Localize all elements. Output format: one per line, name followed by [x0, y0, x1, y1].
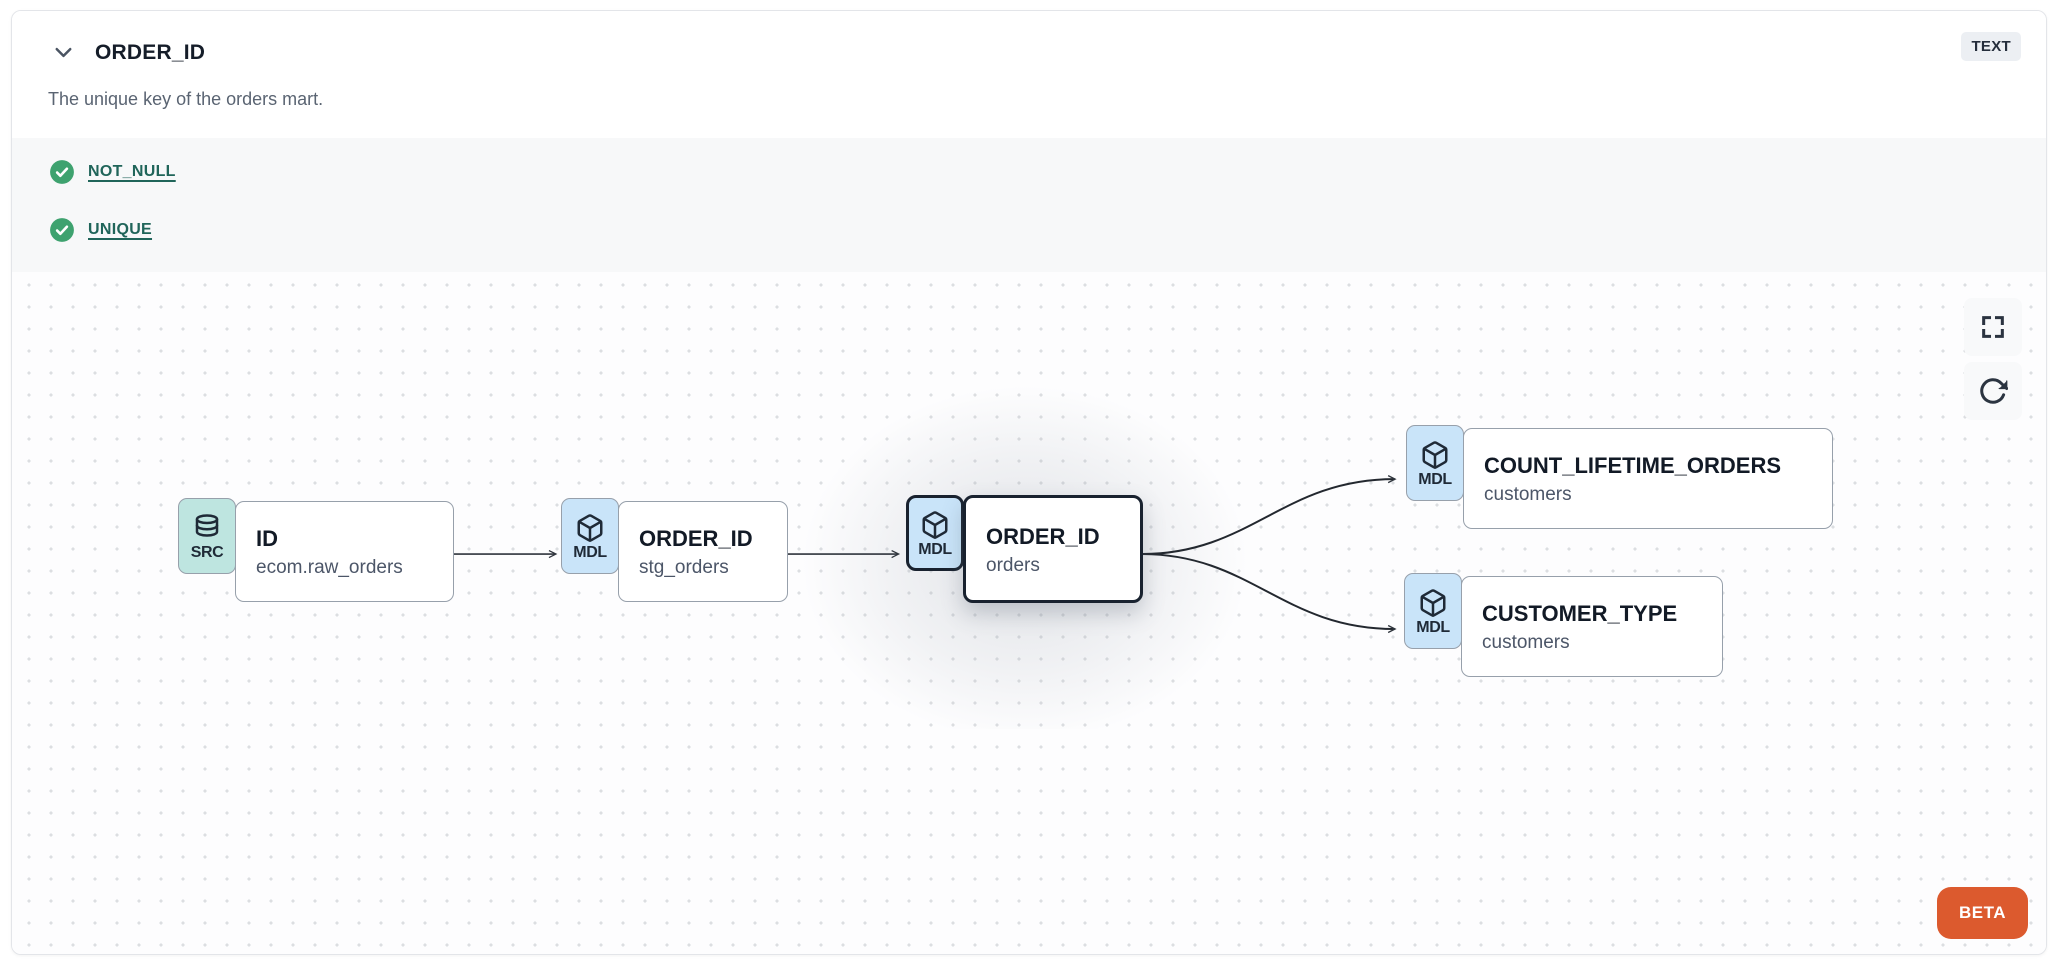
cube-icon [577, 513, 603, 542]
node-badge-label: MDL [918, 540, 952, 558]
lineage-node-count-lifetime-orders[interactable]: MDL COUNT_LIFETIME_ORDERS customers [1406, 425, 1833, 529]
node-type-badge: SRC [178, 498, 236, 574]
canvas-controls [1964, 298, 2022, 420]
node-badge-label: MDL [573, 543, 607, 561]
tests-section: NOT_NULL UNIQUE [12, 138, 2046, 272]
node-title: ORDER_ID [986, 523, 1100, 549]
node-subtitle: customers [1484, 484, 1572, 505]
node-subtitle: customers [1482, 632, 1570, 653]
node-title: COUNT_LIFETIME_ORDERS [1484, 453, 1782, 478]
test-link-not-null[interactable]: NOT_NULL [88, 163, 176, 180]
check-circle-icon [50, 218, 74, 242]
node-badge-label: MDL [1418, 470, 1452, 488]
cube-icon [1422, 440, 1448, 469]
lineage-node-customer-type[interactable]: MDL CUSTOMER_TYPE customers [1404, 573, 1723, 677]
node-card: ID ecom.raw_orders [235, 501, 454, 602]
node-card: COUNT_LIFETIME_ORDERS customers [1463, 428, 1833, 529]
database-icon [195, 513, 219, 537]
refresh-button[interactable] [1964, 362, 2022, 420]
test-row: NOT_NULL [49, 159, 2010, 185]
node-title: CUSTOMER_TYPE [1482, 601, 1678, 626]
check-circle-icon [50, 160, 74, 184]
column-lineage-panel: ORDER_ID The unique key of the orders ma… [11, 10, 2047, 955]
collapse-toggle-button[interactable] [48, 37, 79, 68]
node-badge-label: SRC [190, 543, 224, 561]
chevron-down-icon [55, 47, 72, 58]
node-subtitle: stg_orders [639, 557, 729, 578]
node-card: CUSTOMER_TYPE customers [1461, 576, 1723, 677]
lineage-node-order-id-stg-orders[interactable]: MDL ORDER_ID stg_orders [561, 498, 788, 602]
header: ORDER_ID The unique key of the orders ma… [12, 11, 2046, 138]
column-description: The unique key of the orders mart. [48, 89, 324, 109]
node-title: ID [256, 526, 278, 551]
node-badge-label: MDL [1416, 618, 1450, 636]
cube-icon [922, 510, 948, 539]
lineage-edges [452, 475, 1397, 634]
fullscreen-icon [1982, 316, 2004, 338]
fullscreen-button[interactable] [1964, 298, 2022, 356]
lineage-node-order-id-orders-selected[interactable]: MDL ORDER_ID orders [906, 495, 1143, 603]
node-subtitle: orders [986, 554, 1040, 576]
column-title: ORDER_ID [95, 40, 206, 64]
lineage-node-id-raw-orders[interactable]: SRC ID ecom.raw_orders [178, 498, 454, 602]
node-subtitle: ecom.raw_orders [256, 557, 403, 578]
data-type-badge: TEXT [1961, 32, 2021, 61]
node-type-badge: MDL [906, 495, 964, 571]
test-link-unique[interactable]: UNIQUE [88, 221, 153, 238]
node-type-badge: MDL [561, 498, 619, 574]
node-card: ORDER_ID stg_orders [618, 501, 788, 602]
beta-badge: BETA [1936, 887, 2028, 939]
refresh-icon [1980, 378, 2008, 404]
node-type-badge: MDL [1406, 425, 1464, 501]
node-type-badge: MDL [1404, 573, 1462, 649]
test-row: UNIQUE [49, 217, 2010, 243]
lineage-canvas[interactable]: SRC ID ecom.raw_orders MDL ORDER_ID stg_… [12, 272, 2046, 954]
cube-icon [1420, 588, 1446, 617]
node-card: ORDER_ID orders [963, 495, 1143, 603]
node-title: ORDER_ID [639, 526, 753, 551]
